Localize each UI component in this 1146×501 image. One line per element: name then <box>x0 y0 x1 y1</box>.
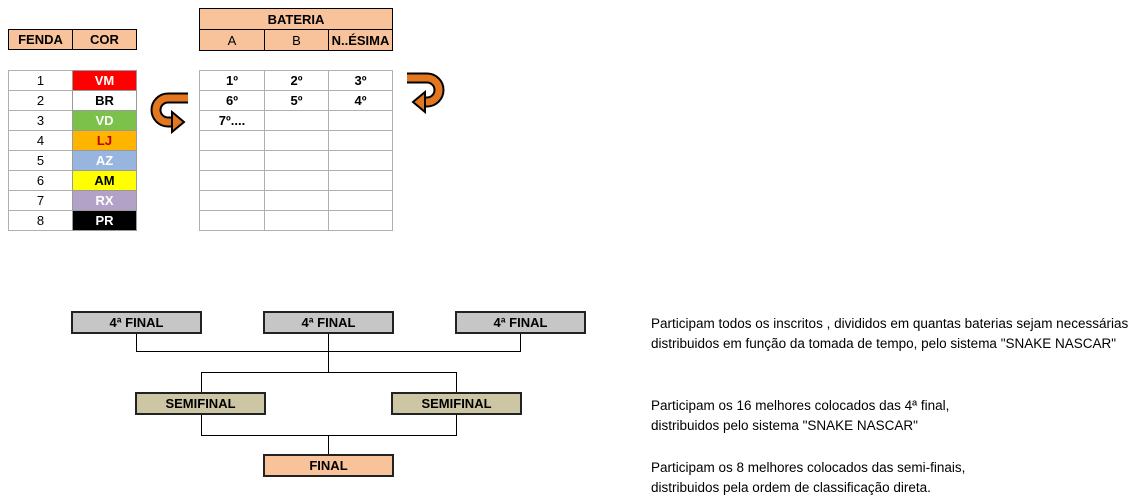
bateria-cell <box>328 130 393 151</box>
fenda-cell: 4 <box>8 130 73 151</box>
connector-line <box>520 334 521 352</box>
bateria-cell <box>328 110 393 131</box>
fenda-cell: 7 <box>8 190 73 211</box>
color-cell: LJ <box>72 130 137 151</box>
bateria-cell <box>328 190 393 211</box>
bateria-cell <box>264 130 329 151</box>
connector-line <box>136 334 137 352</box>
bateria-cell <box>199 130 265 151</box>
bateria-cell <box>264 150 329 171</box>
connector-line <box>456 415 457 435</box>
fenda-cell: 3 <box>8 110 73 131</box>
bateria-header-b: B <box>264 29 329 51</box>
bateria-title: BATERIA <box>199 8 393 30</box>
fenda-cell: 8 <box>8 210 73 231</box>
color-cell: BR <box>72 90 137 111</box>
connector-line <box>201 435 457 436</box>
semi-description-line1: Participam os 16 melhores colocados das … <box>651 398 950 413</box>
color-cell: VM <box>72 70 137 91</box>
semifinal-box-2: SEMIFINAL <box>391 392 522 415</box>
color-cell: RX <box>72 190 137 211</box>
fenda-cell: 1 <box>8 70 73 91</box>
quarter-description-line2: distribuidos em função da tomada de temp… <box>651 336 1117 351</box>
fenda-cell: 6 <box>8 170 73 191</box>
bateria-cell: 1º <box>199 70 265 91</box>
bateria-cell <box>199 190 265 211</box>
bateria-cell <box>328 150 393 171</box>
final-box: FINAL <box>263 454 394 477</box>
bateria-cell <box>328 210 393 231</box>
color-cell: VD <box>72 110 137 131</box>
bateria-cell <box>264 170 329 191</box>
bateria-cell <box>264 190 329 211</box>
bateria-cell <box>328 170 393 191</box>
bateria-cell <box>199 210 265 231</box>
bateria-cell: 2º <box>264 70 329 91</box>
bateria-cell <box>199 150 265 171</box>
cor-header: COR <box>72 29 137 50</box>
connector-line <box>201 415 202 435</box>
bateria-cell <box>264 210 329 231</box>
bateria-cell <box>264 110 329 131</box>
fenda-cell: 2 <box>8 90 73 111</box>
quarter-final-box-3: 4ª FINAL <box>455 311 586 334</box>
connector-line <box>328 334 329 372</box>
bateria-cell: 7º.... <box>199 110 265 131</box>
connector-line <box>201 372 457 373</box>
bateria-header-nesima: N..ÉSIMA <box>328 29 393 51</box>
connector-line <box>456 372 457 393</box>
semi-description-line2: distribuidos pelo sistema "SNAKE NASCAR" <box>651 418 918 433</box>
fenda-header: FENDA <box>8 29 73 50</box>
color-cell: PR <box>72 210 137 231</box>
u-turn-left-icon <box>150 92 188 135</box>
bateria-header-a: A <box>199 29 265 51</box>
fenda-cell: 5 <box>8 150 73 171</box>
connector-line <box>136 351 521 352</box>
quarter-final-box-2: 4ª FINAL <box>263 311 394 334</box>
final-description-line1: Participam os 8 melhores colocados das s… <box>651 460 966 475</box>
bateria-cell: 3º <box>328 70 393 91</box>
semifinal-box-1: SEMIFINAL <box>135 392 266 415</box>
final-description-line2: distribuidos pela ordem de classificação… <box>651 480 931 495</box>
quarter-final-box-1: 4ª FINAL <box>71 311 202 334</box>
bateria-cell: 5º <box>264 90 329 111</box>
color-cell: AZ <box>72 150 137 171</box>
bateria-cell: 4º <box>328 90 393 111</box>
connector-line <box>328 435 329 455</box>
connector-line <box>201 372 202 393</box>
u-turn-right-icon <box>407 72 445 115</box>
bateria-cell <box>199 170 265 191</box>
bateria-cell: 6º <box>199 90 265 111</box>
color-cell: AM <box>72 170 137 191</box>
quarter-description-line1: Participam todos os inscritos , dividido… <box>651 316 1129 331</box>
